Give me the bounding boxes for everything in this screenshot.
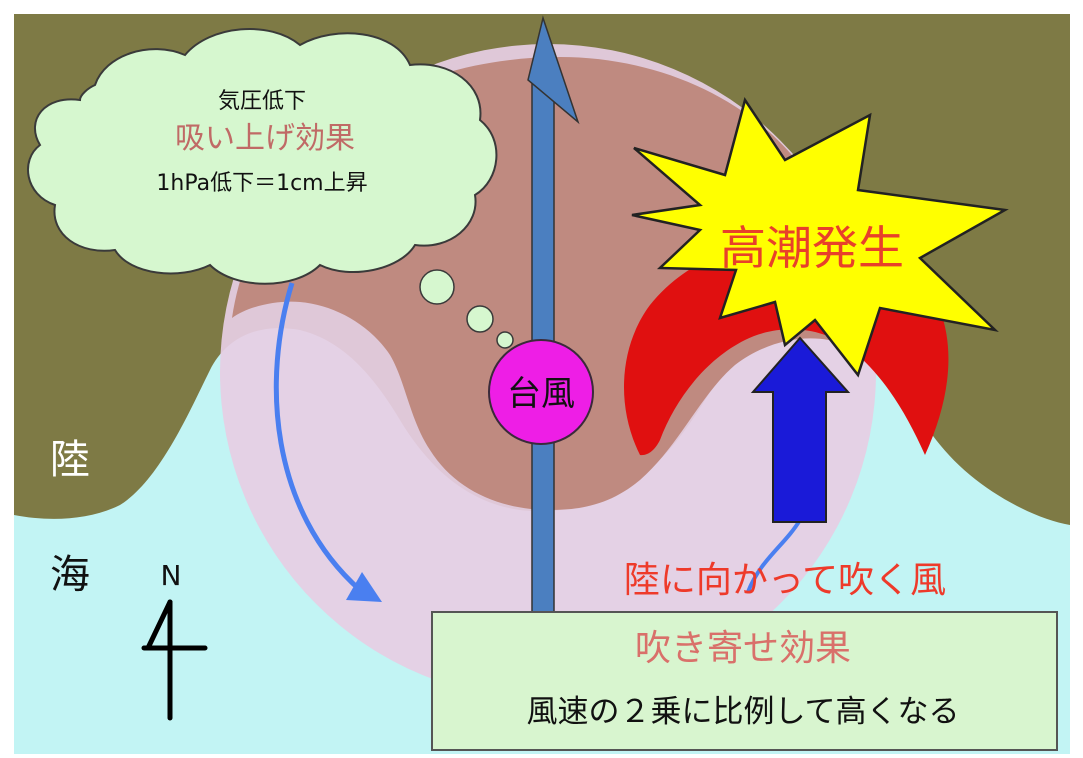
- cloud-line-2: 吸い上げ効果: [175, 121, 355, 156]
- land-label: 陸: [50, 437, 90, 483]
- onshore-wind-arrow: [750, 336, 851, 523]
- left-wind-arrow: [273, 282, 362, 592]
- effect-box-body: 風速の２乗に比例して高くなる: [526, 694, 959, 730]
- storm-surge-label: 高潮発生: [720, 221, 904, 275]
- left-wind-arrowhead: [346, 572, 382, 602]
- cloud-tail-bubble-small: [496, 331, 514, 349]
- cloud-tail-bubble-large: [419, 269, 455, 305]
- onshore-wind-curve: [746, 518, 802, 593]
- north-label: N: [161, 559, 182, 592]
- typhoon-label: 台風: [507, 374, 575, 414]
- storm-surge-burst: [631, 97, 1009, 378]
- cloud-line-3: 1hPa低下＝1cm上昇: [156, 171, 367, 196]
- effect-box-title: 吹き寄せ効果: [635, 628, 851, 669]
- sea-label: 海: [50, 552, 90, 598]
- typhoon-track-arrowhead: [527, 15, 580, 125]
- onshore-wind-label: 陸に向かって吹く風: [624, 560, 946, 601]
- north-arrow-icon: [141, 599, 208, 721]
- cloud-line-1: 気圧低下: [218, 89, 306, 114]
- typhoon-eye: [488, 339, 594, 445]
- cloud-tail-bubble-medium: [466, 305, 494, 333]
- cloud-bubble: [27, 28, 498, 285]
- effect-box: [431, 611, 1058, 751]
